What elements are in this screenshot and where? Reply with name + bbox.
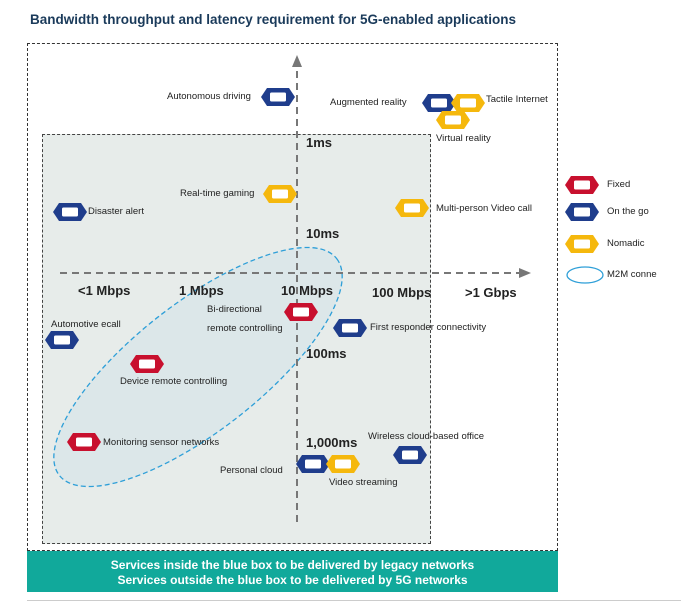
autonomous-driving-label: Autonomous driving [167, 91, 251, 102]
legend-fixed-marker [565, 176, 599, 194]
tactile-internet-label: Tactile Internet [486, 94, 548, 105]
autonomous-driving-marker [261, 88, 295, 106]
footer-banner: Services inside the blue box to be deliv… [27, 551, 558, 592]
wireless-cloud-office-marker [393, 446, 427, 464]
video-streaming-label: Video streaming [329, 477, 398, 488]
personal-cloud-marker [296, 455, 330, 473]
device-remote-label: Device remote controlling [120, 376, 228, 387]
first-responder-label: First responder connectivity [370, 322, 487, 333]
x-label-1mbps: 1 Mbps [179, 283, 224, 298]
monitoring-sensor-marker [67, 433, 101, 451]
disaster-alert-marker [53, 203, 87, 221]
realtime-gaming-marker [263, 185, 297, 203]
tactile-internet-marker [451, 94, 485, 112]
x-axis-arrow [519, 268, 531, 278]
legend-fixed-label: Fixed [607, 179, 631, 190]
disaster-alert-label: Disaster alert [88, 206, 144, 217]
multi-person-video-marker [395, 199, 429, 217]
monitoring-sensor-label: Monitoring sensor networks [103, 437, 220, 448]
x-label-100mbps: 100 Mbps [372, 285, 432, 300]
bottom-rule [27, 600, 681, 601]
x-label-lt1mbps: <1 Mbps [78, 283, 131, 298]
bidirectional-remote-marker [284, 303, 318, 321]
legacy-region-box [42, 134, 431, 544]
y-label-1ms: 1ms [306, 135, 333, 150]
legend-m2m-label: M2M conne [607, 269, 657, 280]
y-label-100ms: 100ms [306, 346, 347, 361]
diagram-title: Bandwidth throughput and latency require… [30, 12, 517, 27]
x-label-1gbps: >1 Gbps [465, 285, 517, 300]
virtual-reality-marker [436, 111, 470, 129]
automotive-ecall-label: Automotive ecall [51, 319, 121, 330]
augmented-reality-marker [422, 94, 456, 112]
y-axis-arrow [292, 55, 302, 67]
personal-cloud-label: Personal cloud [220, 465, 283, 476]
x-label-10mbps: 10 Mbps [281, 283, 334, 298]
wireless-cloud-office-label: Wireless cloud-based office [368, 431, 484, 442]
legend-m2m-marker [566, 266, 604, 284]
augmented-reality-label: Augmented reality [330, 97, 407, 108]
video-streaming-marker [326, 455, 360, 473]
y-label-1000ms: 1,000ms [306, 435, 358, 450]
legend-nomadic-label: Nomadic [607, 238, 645, 249]
legend-on-the-go-label: On the go [607, 206, 649, 217]
banner-line-5g: Services outside the blue box to be deli… [117, 573, 468, 587]
legend-nomadic-marker [565, 235, 599, 253]
device-remote-marker [130, 355, 164, 373]
automotive-ecall-marker [45, 331, 79, 349]
legend-on-the-go-marker [565, 203, 599, 221]
5g-region-box [27, 43, 558, 551]
m2m-ellipse [53, 246, 343, 488]
virtual-reality-label: Virtual reality [436, 133, 491, 144]
bidirectional-label-line2: remote controlling [207, 323, 283, 334]
multi-person-video-label: Multi-person Video call [436, 203, 532, 214]
realtime-gaming-label: Real-time gaming [180, 188, 255, 199]
y-label-10ms: 10ms [306, 226, 340, 241]
first-responder-marker [333, 319, 367, 337]
bidirectional-label-line1: Bi-directional [207, 304, 262, 315]
banner-line-legacy: Services inside the blue box to be deliv… [110, 558, 475, 572]
